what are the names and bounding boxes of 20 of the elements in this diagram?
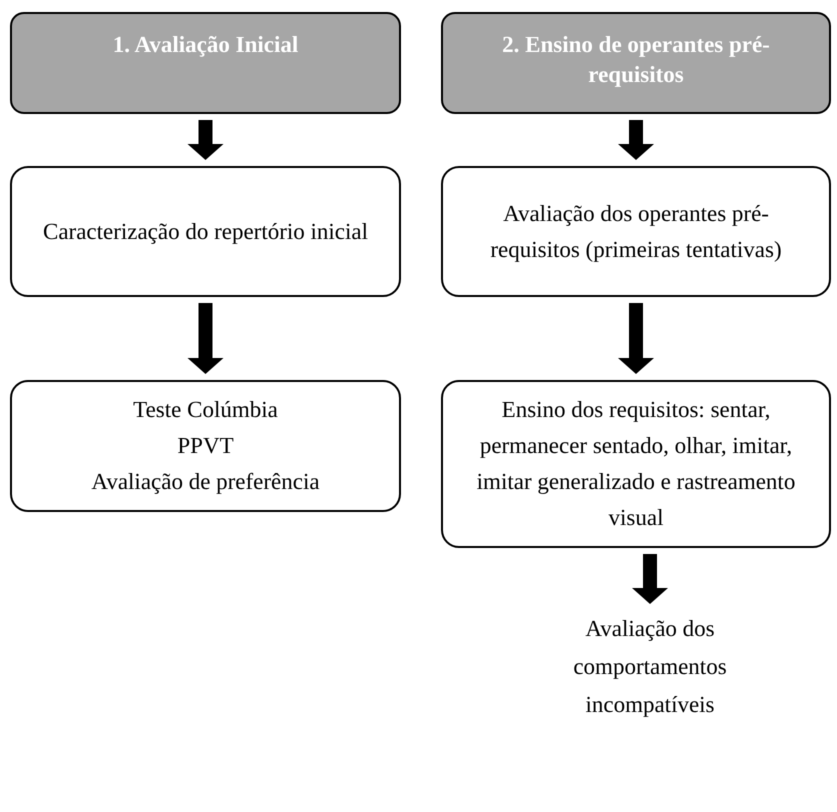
process-box	[441, 380, 831, 548]
block-arrow	[618, 303, 654, 374]
process-box	[10, 380, 401, 512]
node-text: 2. Ensino de operantes pré-requisitos	[501, 31, 771, 89]
node-text: 1. Avaliação Inicial	[112, 31, 298, 59]
block-arrow	[618, 120, 654, 160]
node-text: PPVT	[177, 432, 234, 460]
block-arrow	[632, 554, 668, 604]
node-text: Caracterização do repertório inicial	[42, 218, 368, 246]
node-text: Ensino dos requisitos: sentar, permanecer sentado, olhar, imitar, imitar generalizado e rastreamento visual	[476, 396, 796, 532]
node-text: Avaliação de preferência	[91, 468, 320, 496]
process-box	[10, 166, 401, 297]
process-box	[441, 166, 831, 297]
step-header-box	[10, 12, 401, 114]
block-arrow	[188, 120, 224, 160]
step-header-box	[441, 12, 831, 114]
node-text: Avaliação dos comportamentos incompatíveis	[572, 615, 728, 719]
node-text: Teste Colúmbia	[133, 396, 278, 424]
node-text: Avaliação dos operantes pré-requisitos (primeiras tentativas)	[489, 200, 783, 264]
block-arrow	[188, 303, 224, 374]
